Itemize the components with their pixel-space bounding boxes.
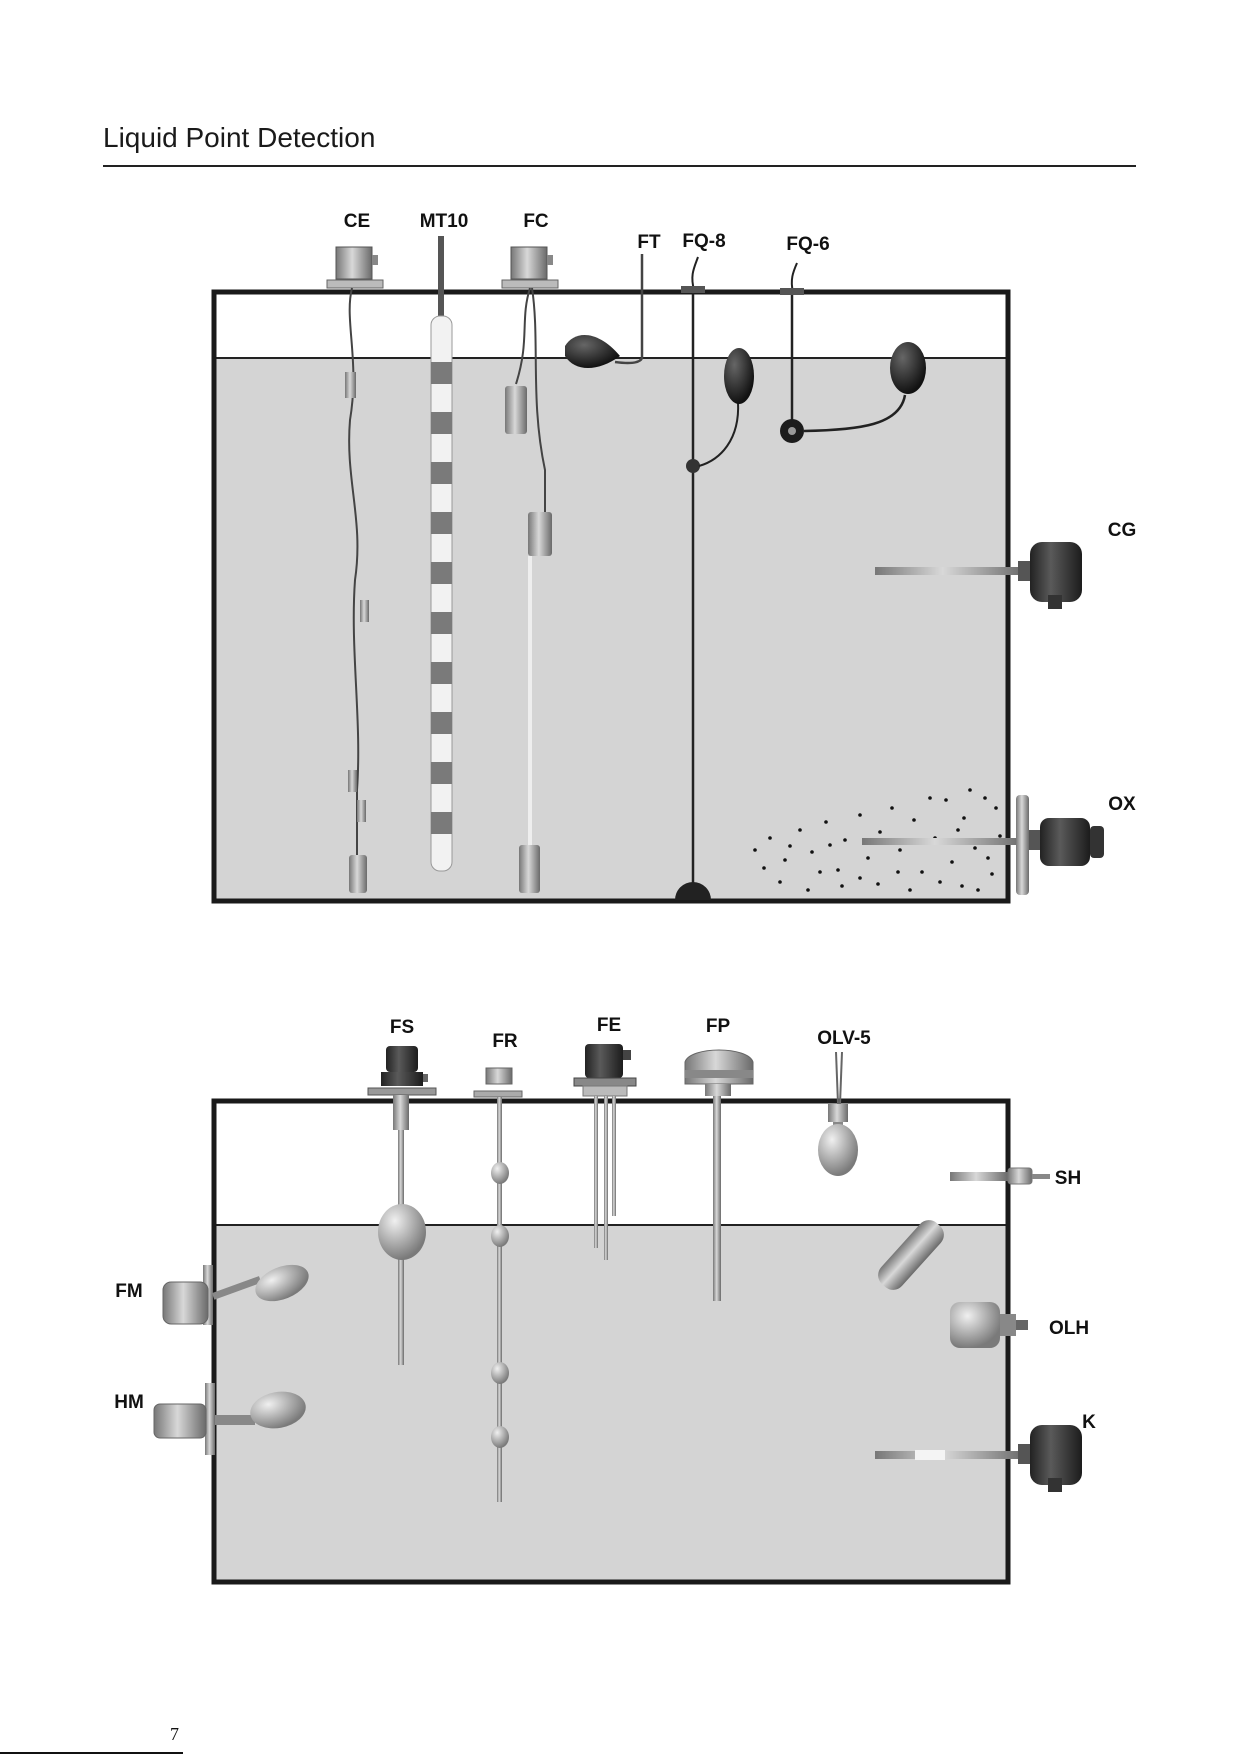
ox-flange [1016, 795, 1029, 895]
title-divider [103, 165, 1136, 167]
ce-sensor [326, 246, 384, 893]
fq8-float [724, 348, 754, 404]
fm-float [255, 1264, 309, 1302]
hm-flange [205, 1383, 215, 1455]
bottom-tank [211, 1098, 1011, 1585]
mt10-probe [430, 315, 453, 872]
hm-sensor [153, 1383, 306, 1455]
fq6-float [890, 342, 926, 394]
olv5-float [818, 1124, 858, 1176]
hm-housing [153, 1403, 207, 1439]
fp-housing [684, 1049, 754, 1085]
label-ft: FT [637, 232, 661, 253]
label-k: K [1082, 1412, 1096, 1433]
olh-body [950, 1302, 1000, 1348]
fp-sensor [684, 1049, 754, 1301]
label-olh: OLH [1049, 1318, 1089, 1339]
ox-housing [1040, 818, 1090, 866]
label-fr: FR [492, 1031, 518, 1052]
fs-housing [386, 1046, 418, 1072]
fq8-weight [675, 882, 711, 900]
label-cg: CG [1108, 520, 1137, 541]
footer-rule [0, 1752, 183, 1754]
bottom-tank-liquid [215, 1225, 1007, 1582]
top-tank-liquid [215, 358, 1007, 900]
ft-sensor [565, 254, 644, 368]
fm-sensor [162, 1264, 309, 1325]
label-mt10: MT10 [420, 211, 469, 232]
hm-float [250, 1391, 306, 1429]
label-fe: FE [597, 1015, 621, 1036]
label-fs: FS [390, 1017, 414, 1038]
sh-sensor [878, 1167, 1050, 1290]
ce-weight [349, 855, 367, 893]
ox-sensor [753, 788, 1104, 895]
fq8-sensor [675, 256, 754, 900]
fr-float-4 [491, 1426, 509, 1448]
fq6-sensor [780, 262, 926, 443]
fe-sensor [573, 1044, 637, 1260]
fr-float-1 [491, 1162, 509, 1184]
label-olv5: OLV-5 [817, 1028, 871, 1049]
fs-float [378, 1204, 426, 1260]
cg-sensor [875, 542, 1082, 609]
cg-housing [1030, 542, 1082, 602]
k-housing [1030, 1425, 1082, 1485]
label-fm: FM [115, 1281, 142, 1302]
fc-weight [519, 845, 540, 893]
label-fp: FP [706, 1016, 731, 1037]
top-tank-outline [211, 289, 1011, 904]
fm-housing [162, 1281, 209, 1325]
label-ox: OX [1108, 794, 1136, 815]
olv5-sensor [818, 1051, 858, 1176]
bottom-tank-outline [211, 1098, 1011, 1585]
label-sh: SH [1055, 1168, 1081, 1189]
ox-bubbles [753, 788, 1002, 892]
label-fc: FC [523, 211, 549, 232]
fe-housing [585, 1044, 623, 1078]
page-number: 7 [170, 1724, 179, 1744]
fr-float-2 [491, 1225, 509, 1247]
olh-sensor [950, 1302, 1028, 1348]
label-hm: HM [114, 1392, 144, 1413]
label-ce: CE [344, 211, 370, 232]
mt10-sensor [430, 236, 453, 872]
fr-housing [485, 1067, 513, 1085]
ce-housing [335, 246, 373, 280]
fr-sensor [473, 1067, 523, 1502]
fc-sensor [501, 246, 559, 893]
k-sensor [875, 1425, 1082, 1492]
page-title: Liquid Point Detection [103, 122, 376, 153]
top-tank [211, 289, 1011, 904]
fr-float-3 [491, 1362, 509, 1384]
fs-sensor [367, 1046, 437, 1365]
ft-float [565, 335, 620, 368]
fc-housing [510, 246, 548, 280]
sh-float [878, 1220, 944, 1290]
fc-switch-2 [528, 512, 552, 556]
fc-switch-1 [505, 386, 527, 434]
label-fq8: FQ-8 [682, 231, 725, 252]
label-fq6: FQ-6 [786, 234, 829, 255]
